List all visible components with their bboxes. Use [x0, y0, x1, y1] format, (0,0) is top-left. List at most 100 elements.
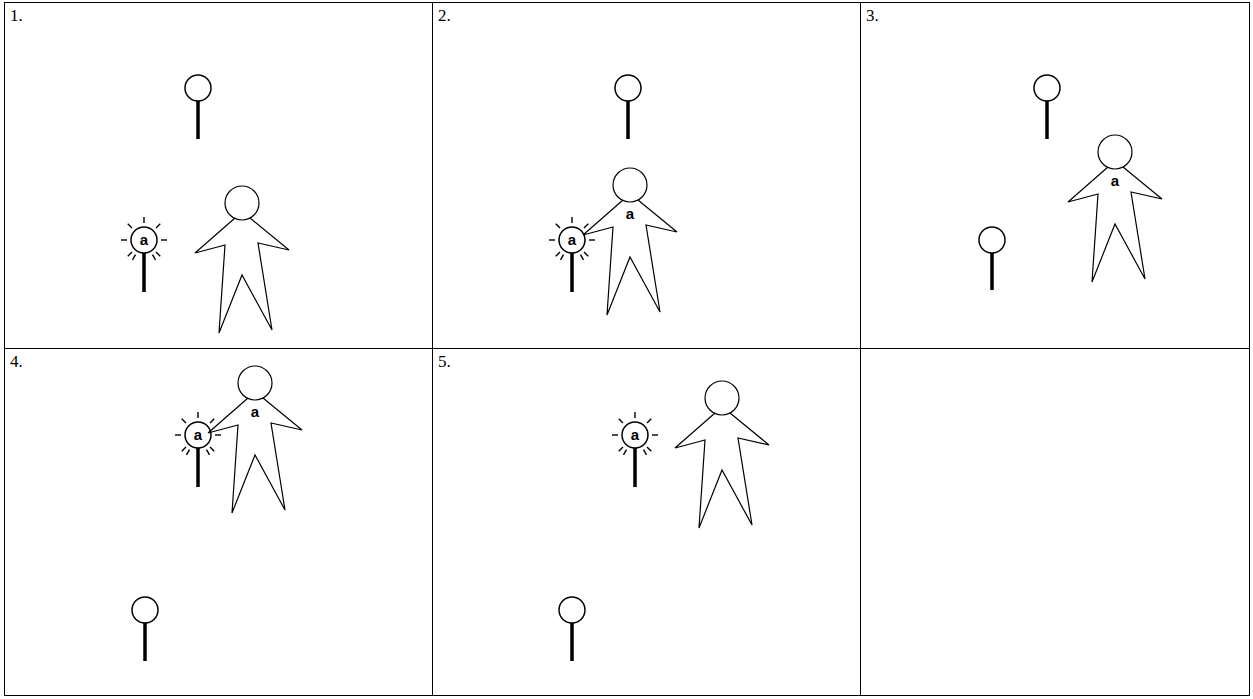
- step-panel: 3.a: [860, 2, 1250, 349]
- person-body: [675, 413, 769, 528]
- glow-ray: [556, 252, 560, 256]
- glow-ray: [215, 434, 221, 435]
- person-figure: a: [1065, 134, 1165, 284]
- plain-posts: [132, 75, 1060, 661]
- person-figure: a: [205, 365, 305, 515]
- step-panel: 4. a a: [4, 348, 433, 696]
- post-stick: [1045, 101, 1049, 139]
- person-body: [583, 200, 677, 315]
- person-body: [195, 218, 289, 333]
- post: [615, 75, 641, 139]
- letter-label: a: [547, 215, 597, 265]
- post: [132, 597, 158, 661]
- step-number: 4.: [5, 349, 23, 372]
- person-head: [705, 381, 739, 415]
- post-stick: [196, 448, 200, 487]
- glow-ray: [581, 255, 584, 260]
- glowing-post: a: [119, 215, 169, 265]
- person-figure: a: [580, 167, 680, 317]
- plain-persons: [195, 186, 769, 528]
- glow-ray: [584, 224, 588, 228]
- glowing-post: a: [173, 410, 223, 460]
- glow-ray: [121, 239, 127, 240]
- glow-ray: [612, 434, 618, 435]
- glow-ray: [128, 252, 132, 256]
- glow-ray: [210, 419, 214, 423]
- glow-ray: [619, 419, 623, 423]
- glow-ray: [161, 239, 167, 240]
- post-head: [185, 75, 211, 101]
- glow-ray: [128, 224, 132, 228]
- glow-ray: [584, 252, 588, 256]
- post-stick: [142, 253, 146, 292]
- post-head: [615, 75, 641, 101]
- step-number: 1.: [5, 3, 23, 26]
- glow-ray: [647, 447, 651, 451]
- post-head: [559, 597, 585, 623]
- post-stick: [570, 623, 574, 661]
- person-head: [225, 186, 259, 220]
- glow-ray: [571, 217, 572, 223]
- letter-label: a: [119, 215, 169, 265]
- glow-ray: [207, 450, 210, 455]
- glow-ray: [182, 447, 186, 451]
- person-outline: [205, 365, 305, 515]
- person-body: [1068, 167, 1162, 282]
- glow-ray: [624, 450, 627, 455]
- glow-ray: [561, 255, 564, 260]
- person-head: [613, 168, 647, 202]
- letter-label: a: [610, 410, 660, 460]
- post-stick: [570, 253, 574, 292]
- person-figure: [195, 186, 289, 333]
- glow-ray: [133, 255, 136, 260]
- person-head: [238, 366, 272, 400]
- post-head: [979, 227, 1005, 253]
- person-head: [1098, 135, 1132, 169]
- post-stick: [633, 448, 637, 487]
- glow-ray: [634, 412, 635, 418]
- glow-ray: [175, 434, 181, 435]
- person-body: [208, 398, 302, 513]
- step-panel: 2. aa: [432, 2, 861, 349]
- post: [559, 597, 585, 661]
- step-number: 5.: [433, 349, 451, 372]
- glow-ray: [549, 239, 555, 240]
- glowing-post: a: [610, 410, 660, 460]
- post: [979, 227, 1005, 290]
- step-panel: 5. a: [432, 348, 861, 696]
- glow-ray: [647, 419, 651, 423]
- post-stick: [626, 101, 630, 139]
- post-head: [1034, 75, 1060, 101]
- post-stick: [990, 253, 994, 290]
- glow-ray: [210, 447, 214, 451]
- glow-ray: [652, 434, 658, 435]
- person-outline: [580, 167, 680, 317]
- glow-ray: [644, 450, 647, 455]
- letter-label: a: [173, 410, 223, 460]
- glow-ray: [619, 447, 623, 451]
- letter-label: a: [1105, 172, 1125, 190]
- post-stick: [196, 101, 200, 139]
- post: [1034, 75, 1060, 139]
- post-sticks: [144, 253, 635, 487]
- empty-panel: [861, 349, 1250, 696]
- post-stick: [143, 623, 147, 661]
- glow-ray: [182, 419, 186, 423]
- post: [185, 75, 211, 139]
- glow-ray: [589, 239, 595, 240]
- glowing-post: a: [547, 215, 597, 265]
- glow-ray: [197, 412, 198, 418]
- glow-ray: [143, 217, 144, 223]
- person-figure: [675, 381, 769, 528]
- glow-ray: [153, 255, 156, 260]
- glow-ray: [156, 252, 160, 256]
- step-panel: 1. a: [4, 2, 433, 349]
- person-outline: [1065, 134, 1165, 284]
- glow-ray: [187, 450, 190, 455]
- step-number: 2.: [433, 3, 451, 26]
- post-head: [132, 597, 158, 623]
- glow-ray: [556, 224, 560, 228]
- letter-label: a: [245, 403, 265, 421]
